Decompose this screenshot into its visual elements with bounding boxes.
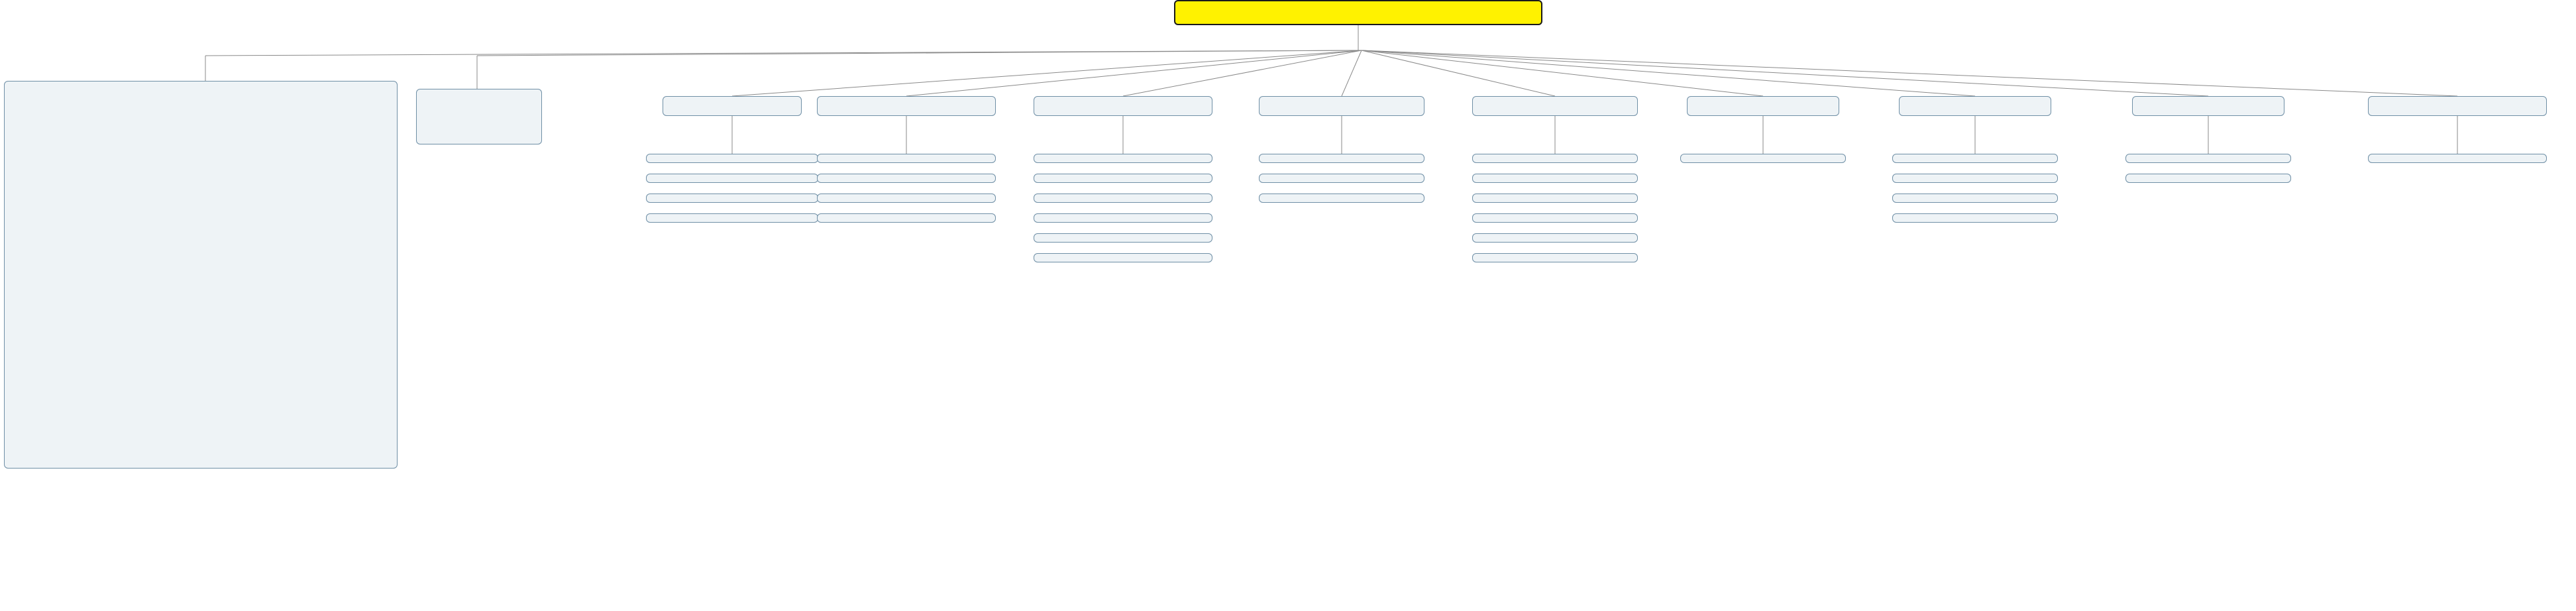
note-card	[646, 213, 818, 223]
column-cards	[646, 154, 818, 233]
connector-line	[1361, 50, 1976, 97]
note-card	[1472, 174, 1638, 183]
column-cards	[817, 154, 996, 233]
note-card	[1892, 174, 2058, 183]
column-cards	[1034, 154, 1212, 273]
column-header	[817, 96, 996, 116]
note-card	[817, 154, 996, 163]
note-card	[1259, 194, 1424, 203]
note-card	[1034, 213, 1212, 223]
column-cards	[1472, 154, 1638, 273]
connector-line	[731, 50, 1362, 97]
page-title	[1174, 0, 1542, 25]
column-header	[1899, 96, 2051, 116]
note-card	[1034, 233, 1212, 243]
note-card	[1259, 174, 1424, 183]
column-cards	[1892, 154, 2058, 233]
note-card	[646, 154, 818, 163]
column-header	[2132, 96, 2284, 116]
connector-line	[1361, 50, 2209, 97]
note-card	[646, 194, 818, 203]
note-card	[1472, 233, 1638, 243]
note-card	[1472, 154, 1638, 163]
note-card	[817, 174, 996, 183]
note-card	[1034, 194, 1212, 203]
column-cards	[1259, 154, 1424, 213]
note-card	[1034, 253, 1212, 262]
note-card	[646, 174, 818, 183]
note-card	[1472, 194, 1638, 203]
note-card	[817, 213, 996, 223]
note-card	[1680, 154, 1846, 163]
column-cards	[1680, 154, 1846, 174]
column-header	[663, 96, 802, 116]
connector-line	[1122, 50, 1362, 97]
note-card	[2125, 174, 2291, 183]
connector-line	[906, 50, 1362, 97]
column-header	[1259, 96, 1424, 116]
note-card	[1472, 213, 1638, 223]
column-header	[1034, 96, 1212, 116]
left-note-panel	[4, 81, 398, 469]
column-header	[1472, 96, 1638, 116]
connector-line	[476, 50, 1362, 56]
note-card	[1034, 174, 1212, 183]
column-cards	[2125, 154, 2291, 194]
note-card	[1892, 213, 2058, 223]
note-card	[2125, 154, 2291, 163]
connector-line	[1361, 50, 1556, 97]
column-header	[2368, 96, 2547, 116]
column-cards	[2368, 154, 2547, 174]
note-card	[1892, 194, 2058, 203]
note-card	[817, 194, 996, 203]
connector-line	[1361, 50, 1764, 97]
intro-note	[416, 89, 542, 144]
note-card	[1034, 154, 1212, 163]
column-header	[1687, 96, 1839, 116]
connector-line	[1361, 50, 2458, 97]
note-card	[1892, 154, 2058, 163]
connector-line	[1341, 50, 1362, 97]
note-card	[1259, 154, 1424, 163]
note-card	[1472, 253, 1638, 262]
note-card	[2368, 154, 2547, 163]
